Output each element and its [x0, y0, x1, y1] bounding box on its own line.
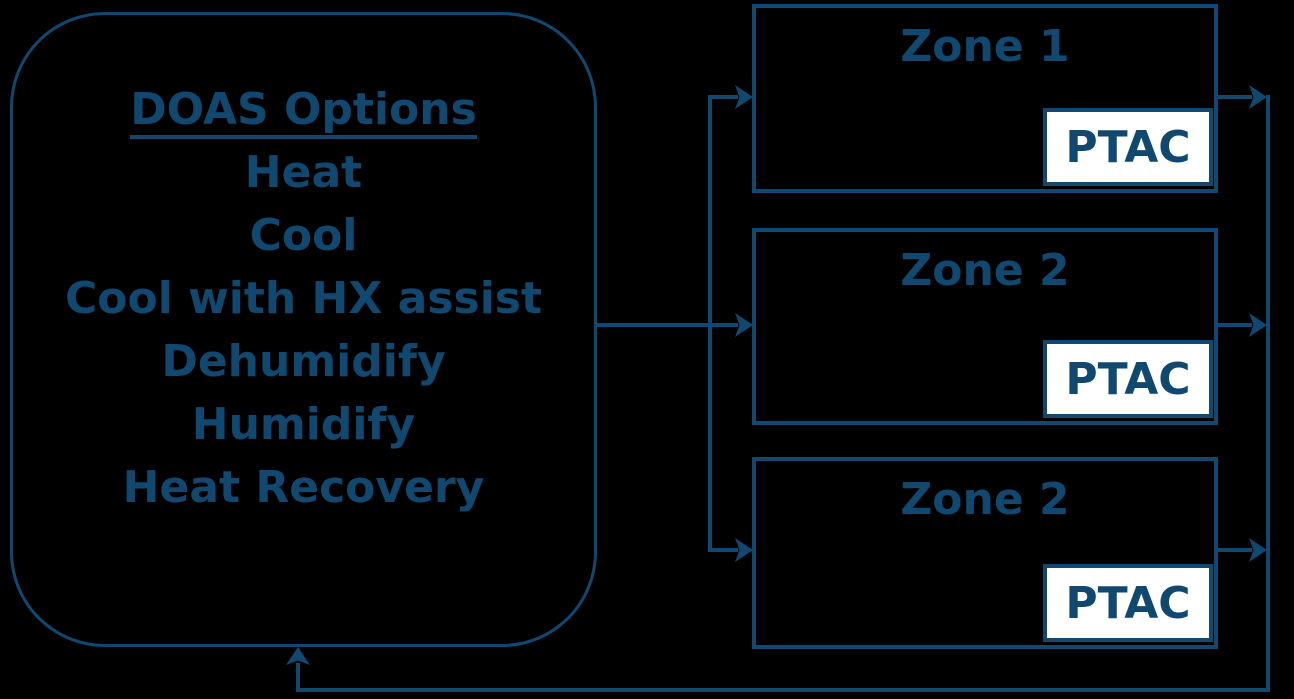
connector-branch-zone3 — [708, 548, 738, 552]
connector-return-riser — [296, 663, 300, 690]
connector-zone1-exit — [1218, 95, 1252, 99]
zone-2-ptac-label: PTAC — [1065, 353, 1191, 405]
connector-return-bottom — [296, 688, 1270, 692]
doas-options-box — [10, 12, 597, 647]
connector-doas-output — [594, 323, 712, 327]
connector-zone3-exit — [1218, 548, 1252, 552]
zone-3-ptac-box: PTAC — [1043, 564, 1213, 642]
zone-2-ptac-box: PTAC — [1043, 340, 1213, 418]
doas-option-humidify: Humidify — [191, 399, 416, 450]
doas-option-cool-hx-assist: Cool with HX assist — [65, 273, 542, 324]
connector-branch-zone2 — [712, 323, 738, 327]
doas-option-cool: Cool — [249, 210, 358, 261]
doas-options-list: DOAS Options Heat Cool Cool with HX assi… — [10, 78, 597, 519]
connector-branch-zone1 — [708, 95, 738, 99]
doas-options-title: DOAS Options — [10, 78, 597, 141]
zone-3-ptac-label: PTAC — [1065, 577, 1191, 629]
zone-box-2: Zone 2 PTAC — [752, 228, 1218, 425]
doas-options-title-text: DOAS Options — [130, 86, 477, 139]
connector-return-vertical — [1266, 95, 1270, 692]
doas-option-heat: Heat — [244, 147, 363, 198]
doas-option-heat-recovery: Heat Recovery — [122, 462, 485, 513]
zone-1-label: Zone 1 — [900, 21, 1070, 72]
zone-1-ptac-label: PTAC — [1065, 121, 1191, 173]
connector-zone2-exit — [1218, 323, 1252, 327]
zone-box-1: Zone 1 PTAC — [752, 4, 1218, 193]
zone-3-label: Zone 2 — [900, 474, 1070, 525]
connector-supply-trunk — [708, 95, 712, 552]
doas-option-dehumidify: Dehumidify — [161, 336, 446, 387]
zone-box-3: Zone 2 PTAC — [752, 457, 1218, 649]
zone-2-label: Zone 2 — [900, 245, 1070, 296]
zone-1-ptac-box: PTAC — [1043, 108, 1213, 186]
